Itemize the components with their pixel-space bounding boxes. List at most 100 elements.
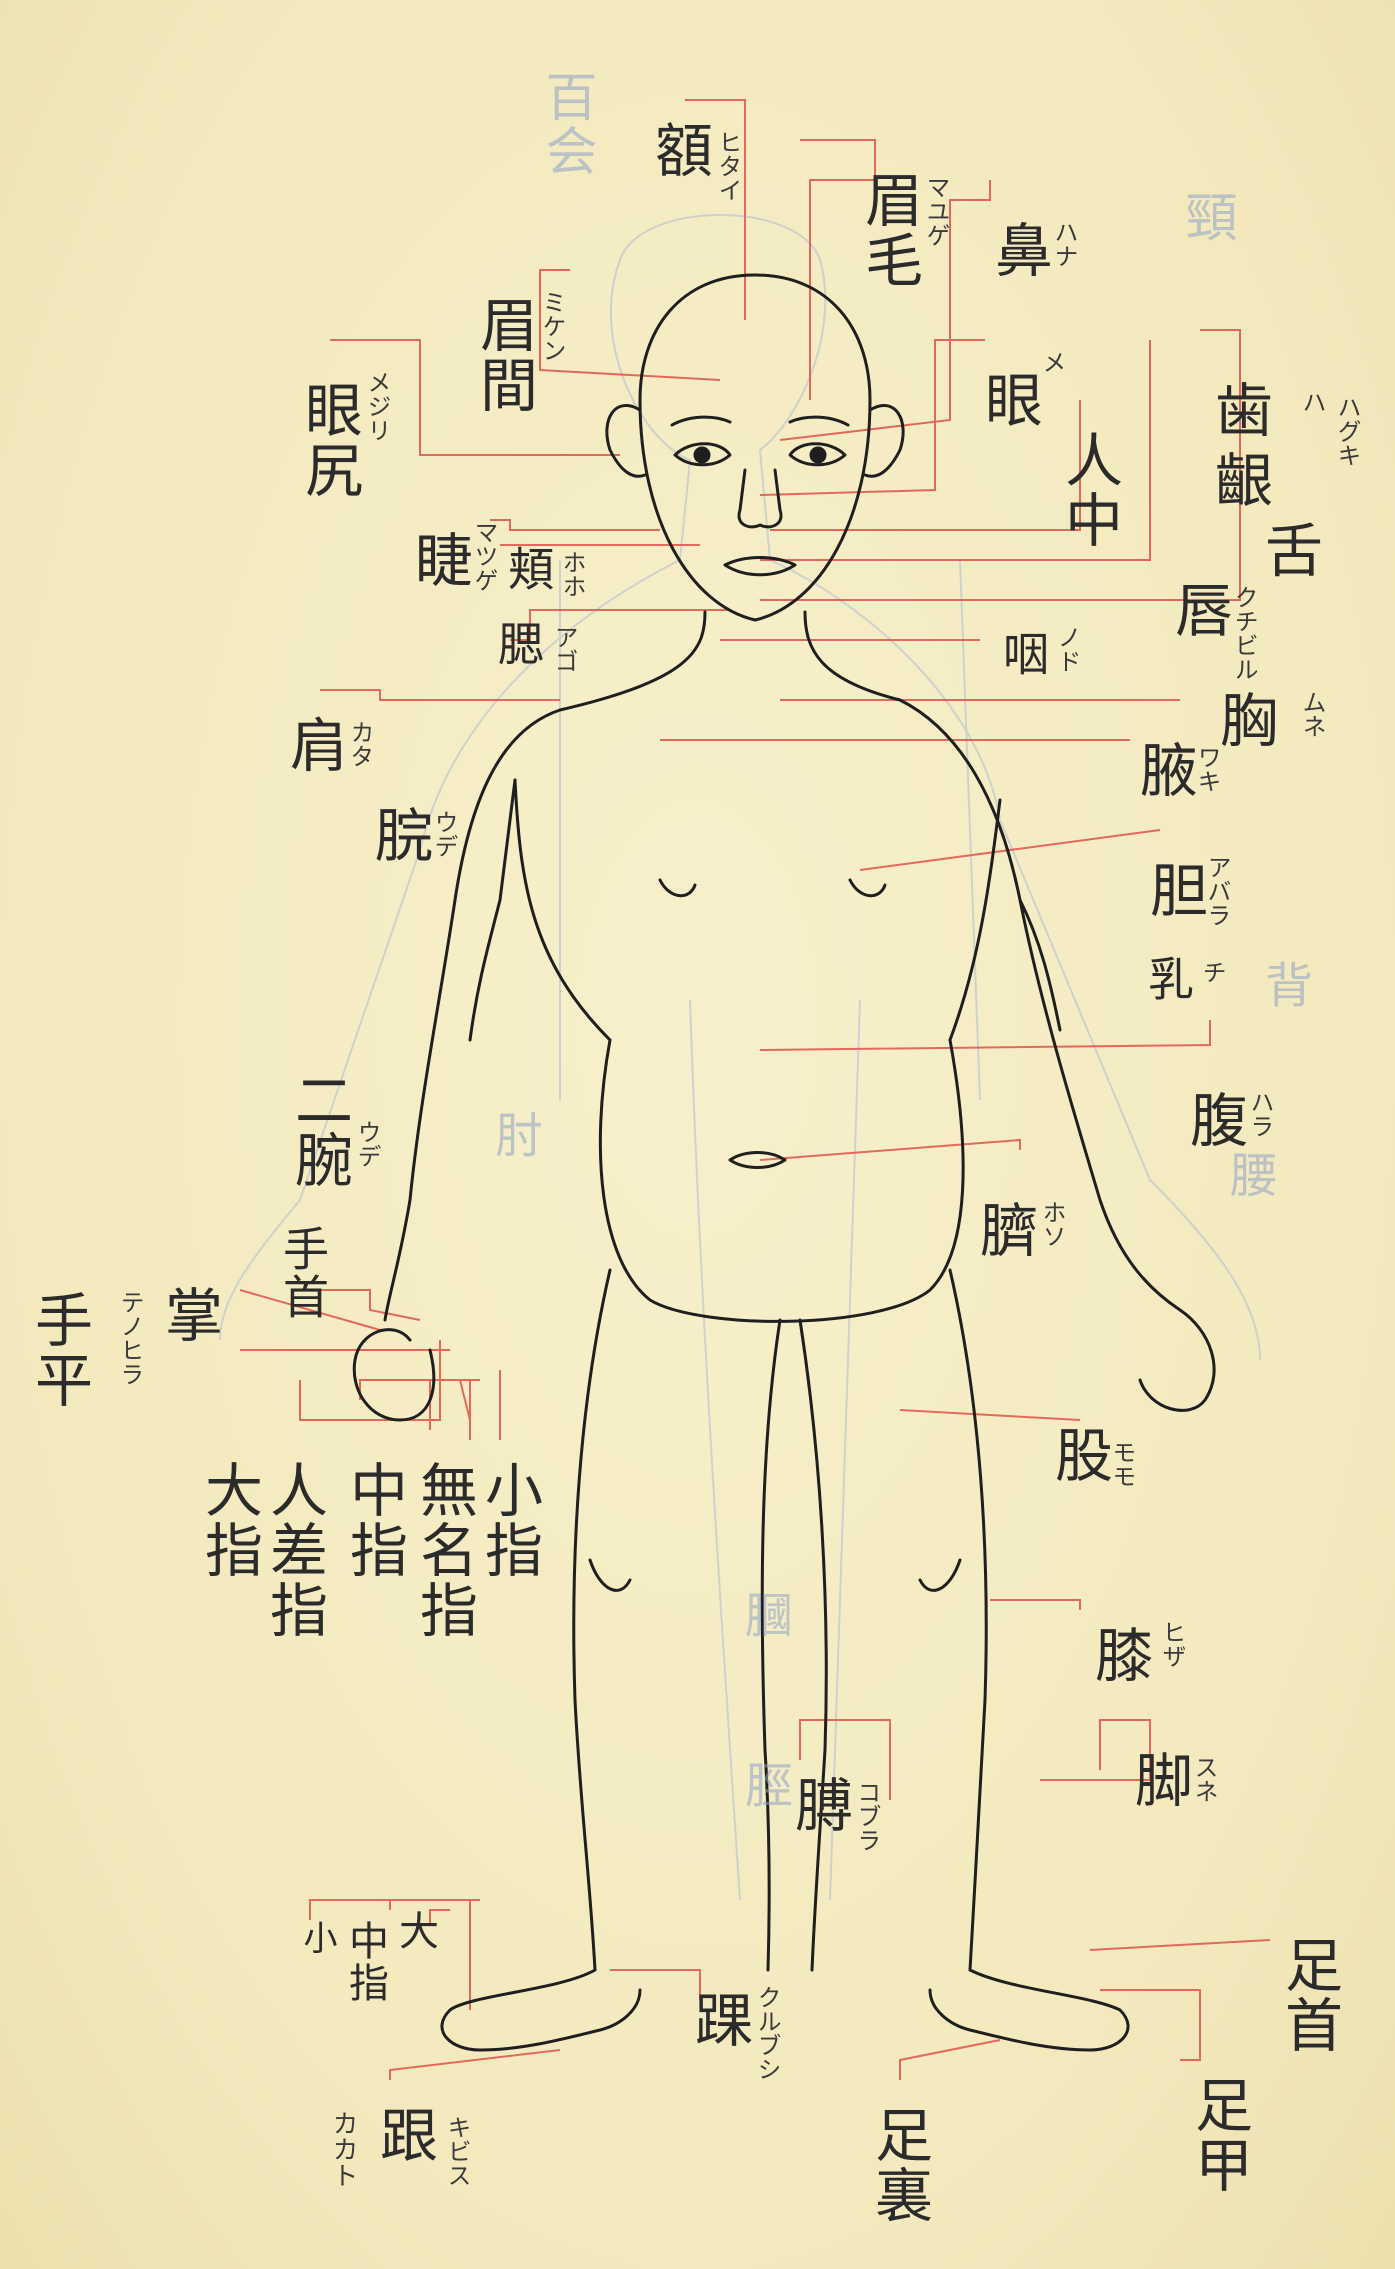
leader-lashes (490, 520, 660, 530)
leader-instep (1100, 1990, 1200, 2060)
label-eyebrow: 眉毛 (860, 170, 918, 290)
leader-breast (860, 830, 1160, 870)
kana-malleolus: クルブシ (755, 1985, 779, 2081)
label-hand-flat: 手平 (30, 1290, 88, 1410)
leader-shoulder (320, 690, 560, 700)
label-forehead: 額 (650, 120, 708, 180)
label-middle-toe: 中指 (345, 1920, 385, 2004)
kana-eyebrow: マユゲ (924, 175, 948, 247)
leader-heel (390, 2050, 560, 2080)
label-belly: 腹 (1185, 1090, 1243, 1150)
label-shoulder: 肩 (285, 715, 343, 775)
kana-gums: ハグキ (1335, 395, 1359, 467)
label-lashes: 睫 (410, 530, 468, 590)
kana-heel-alt: カカト (330, 2110, 356, 2188)
label-ankle: 足首 (1280, 1935, 1338, 2055)
kana-jaw: アゴ (552, 625, 576, 673)
left-foot (442, 1970, 640, 2050)
label-lips: 唇 (1170, 580, 1228, 640)
label-cheek: 頬 (505, 545, 551, 593)
label-sole: 足裏 (870, 2105, 928, 2225)
label-little-finger: 小指 (480, 1460, 538, 1580)
kana-heel: キビス (445, 2115, 469, 2187)
label-teeth: 歯 (1210, 380, 1268, 440)
label-little-toe: 小 (300, 1920, 334, 1956)
label-instep: 足甲 (1190, 2075, 1248, 2195)
label-glabella: 眉間 (475, 295, 533, 415)
ghost-text-crown: 百会 (540, 70, 592, 178)
label-nose: 鼻 (990, 220, 1048, 280)
label-wrist: 手首 (280, 1225, 326, 1321)
ghost-text-back: 背 (1260, 960, 1308, 1010)
label-knee: 膝 (1090, 1625, 1148, 1685)
label-thumb: 大指 (200, 1460, 258, 1580)
kana-shin: スネ (1192, 1755, 1216, 1803)
label-forearm: 二腕 (290, 1070, 348, 1190)
kana-forehead: ヒタイ (716, 130, 740, 202)
ghost-text-popliteal: 膕 (740, 1590, 788, 1640)
label-gums: 齦 (1210, 450, 1268, 510)
nose (739, 470, 781, 527)
kana-glabella: ミケン (540, 290, 564, 362)
label-calf: 膊 (790, 1775, 848, 1835)
label-heel: 跟 (375, 2105, 433, 2165)
label-upper-arm: 脘 (370, 805, 428, 865)
label-index-finger: 人差指 (265, 1460, 323, 1640)
ghost-text-waist: 腰 (1225, 1150, 1273, 1200)
label-breast: 乳 (1145, 955, 1191, 1003)
leader-thigh (900, 1410, 1080, 1420)
kana-shoulder: カタ (348, 720, 372, 768)
right-leg (950, 1270, 986, 1970)
label-palm: 掌 (160, 1285, 218, 1345)
kana-nose: ハナ (1052, 220, 1076, 268)
kana-forearm: ウデ (355, 1120, 379, 1168)
kana-breast: チ (1200, 960, 1224, 984)
navel (730, 1153, 785, 1168)
leader-knee (990, 1600, 1080, 1610)
ghost-text-shin: 脛 (740, 1760, 788, 1810)
label-throat: 咽 (1000, 630, 1046, 678)
right-foot (930, 1970, 1128, 2050)
ghost-text-elbow: 肘 (490, 1110, 538, 1160)
kana-calf: コブラ (855, 1780, 879, 1852)
kana-eye: メ (1040, 350, 1064, 374)
kana-eye-corner: メジリ (365, 370, 389, 442)
leader-sole (900, 2040, 1000, 2080)
label-eye: 眼 (980, 370, 1038, 430)
label-eye-corner: 眼尻 (300, 380, 358, 500)
kana-belly: ハラ (1248, 1090, 1272, 1138)
leader-ankle (1090, 1940, 1270, 1950)
kana-chest: ムネ (1300, 690, 1324, 738)
leader-middle (430, 1380, 480, 1430)
torso (600, 1040, 963, 1321)
kana-lips: クチビル (1232, 585, 1256, 681)
kana-ribs: アバラ (1205, 855, 1229, 927)
kana-throat: ノド (1055, 625, 1079, 673)
ghost-text-neck: 頸 (1180, 190, 1232, 244)
label-chest: 胸 (1215, 690, 1273, 750)
label-thigh: 股 (1050, 1425, 1108, 1485)
leader-belly (760, 1020, 1210, 1050)
leader-navel (760, 1140, 1020, 1160)
leader-eye (760, 340, 985, 495)
kana-armpit: ワキ (1195, 745, 1219, 793)
kana-lashes: マツゲ (472, 520, 496, 592)
label-shin: 脚 (1130, 1750, 1188, 1810)
label-ribs: 胆 (1145, 860, 1203, 920)
label-philtrum: 人中 (1060, 430, 1118, 550)
kana-thigh: モモ (1110, 1440, 1134, 1488)
label-middle-finger: 中指 (345, 1460, 403, 1580)
label-big-toe: 大 (395, 1910, 435, 1952)
kana-teeth: ハ (1300, 390, 1324, 414)
leader-mid-toe (390, 1900, 480, 1910)
kana-navel: ホソ (1040, 1200, 1064, 1248)
label-tongue: 舌 (1260, 520, 1318, 580)
label-malleolus: 踝 (690, 1990, 748, 2050)
left-leg (574, 1270, 610, 1970)
label-jaw: 腮 (495, 620, 541, 668)
leader-glabella (540, 270, 720, 380)
label-navel: 臍 (975, 1200, 1033, 1260)
label-ring-finger: 無名指 (415, 1460, 473, 1640)
kana-knee: ヒザ (1160, 1620, 1184, 1668)
kana-cheek: ホホ (560, 550, 584, 598)
